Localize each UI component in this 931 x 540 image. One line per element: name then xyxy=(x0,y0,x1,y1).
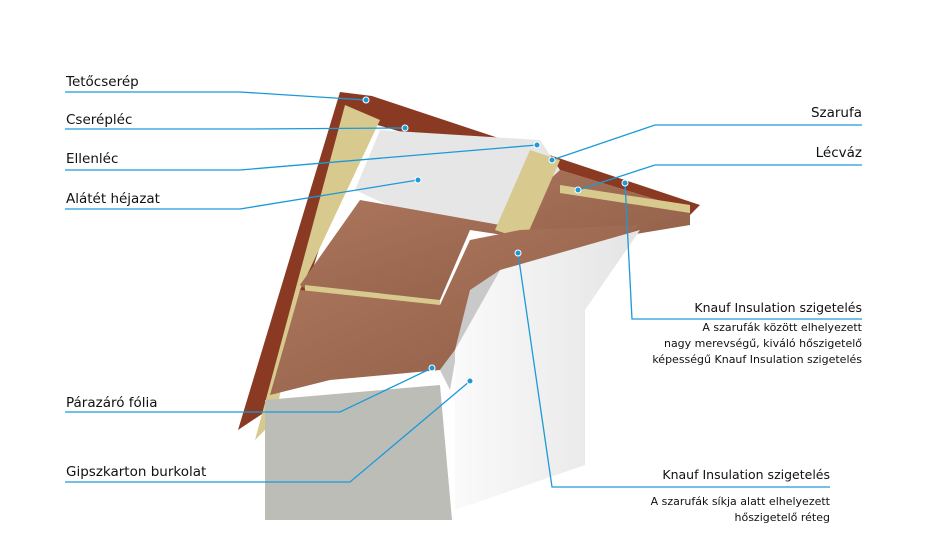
insulation-between xyxy=(300,170,690,300)
label-tetocserep: Tetőcserép xyxy=(66,74,139,90)
label-lecvaz: Lécváz xyxy=(815,145,862,161)
label-cserepléc: Cserépléc xyxy=(66,112,133,128)
battens xyxy=(560,185,690,213)
battens-lower xyxy=(305,285,440,306)
knauf-below-title: Knauf Insulation szigetelés xyxy=(662,467,830,482)
desc-line: A szarufák síkja alatt elhelyezett xyxy=(650,495,830,508)
roof-tiles xyxy=(238,92,700,430)
desc-line: hőszigetelő réteg xyxy=(734,511,831,524)
desc-line: képességű Knauf Insulation szigetelés xyxy=(652,353,862,366)
label-parazaro-folia: Párazáró fólia xyxy=(66,395,158,411)
knauf-below-description: A szarufák síkja alatt elhelyezett hőszi… xyxy=(651,494,830,526)
knauf-between-title: Knauf Insulation szigetelés xyxy=(694,300,862,315)
label-szarufa: Szarufa xyxy=(810,105,862,121)
label-alatet-hejazat: Alátét héjazat xyxy=(66,191,160,207)
knauf-between-description: A szarufák között elhelyezett nagy merev… xyxy=(652,320,862,368)
leader-dots xyxy=(362,96,629,385)
rafter xyxy=(495,150,560,240)
label-ellenlec: Ellenléc xyxy=(66,151,119,167)
label-gipszkarton: Gipszkarton burkolat xyxy=(66,464,207,480)
desc-line: A szarufák között elhelyezett xyxy=(702,321,862,334)
leader-lines xyxy=(65,91,862,488)
plasterboard xyxy=(265,385,452,520)
white-wall xyxy=(455,230,640,510)
desc-line: nagy merevségű, kiváló hőszigetelő xyxy=(663,337,862,350)
